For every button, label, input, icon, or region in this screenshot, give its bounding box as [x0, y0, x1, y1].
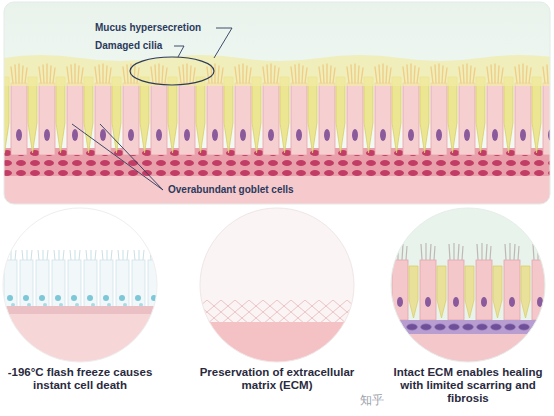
watermark: 知乎 — [360, 393, 384, 407]
illustrated-circle: Intact ECM enables healing with limited … — [386, 206, 550, 405]
callout-label: Overabundant goblet cells — [168, 184, 294, 196]
illustrated-circle: Preservation of extracellular matrix (EC… — [195, 206, 359, 392]
callout-label: Mucus hypersecretion — [95, 22, 201, 34]
circle-caption: Preservation of extracellular matrix (EC… — [195, 366, 359, 392]
callout-label: Damaged cilia — [95, 40, 162, 52]
circle-caption: -196°C flash freeze causes instant cell … — [0, 366, 162, 392]
illustrated-circle: -196°C flash freeze causes instant cell … — [0, 206, 162, 392]
circle-caption: Intact ECM enables healing with limited … — [386, 366, 550, 405]
